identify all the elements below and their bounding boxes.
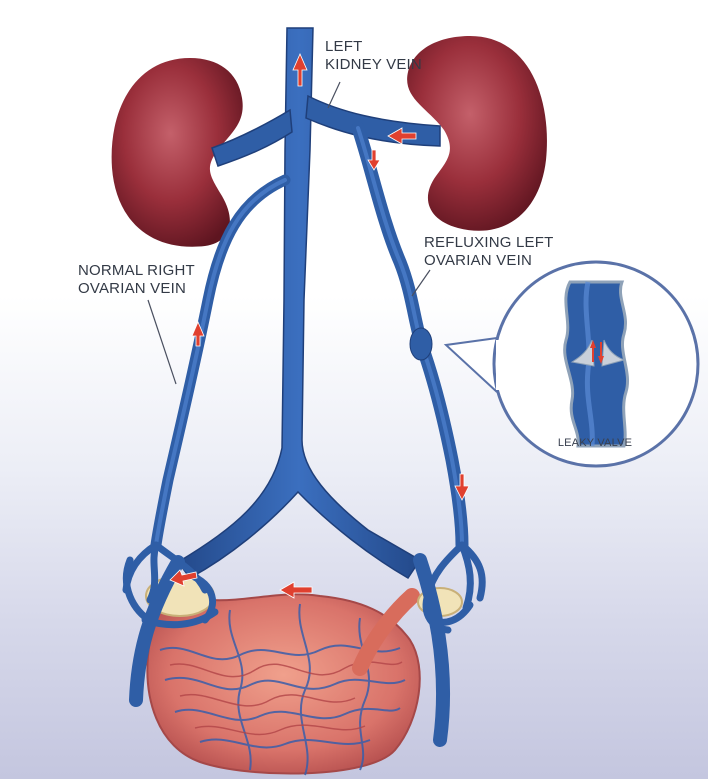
left-pelvic-vein — [420, 560, 443, 740]
leaky-valve-callout — [446, 262, 698, 466]
label-line: NORMAL RIGHT — [78, 262, 195, 280]
label-normal-right-ovarian-vein: NORMAL RIGHT OVARIAN VEIN — [78, 262, 195, 298]
label-line: OVARIAN VEIN — [424, 252, 554, 270]
label-line: REFLUXING LEFT — [424, 234, 554, 252]
callout-vein-segment — [565, 282, 628, 446]
label-refluxing-left-ovarian-vein: REFLUXING LEFT OVARIAN VEIN — [424, 234, 554, 270]
label-leaky-valve: LEAKY VALVE — [540, 437, 650, 450]
label-line: LEFT — [325, 38, 422, 56]
label-line: KIDNEY VEIN — [325, 56, 422, 74]
label-line: OVARIAN VEIN — [78, 280, 195, 298]
label-left-kidney-vein: LEFT KIDNEY VEIN — [325, 38, 422, 74]
